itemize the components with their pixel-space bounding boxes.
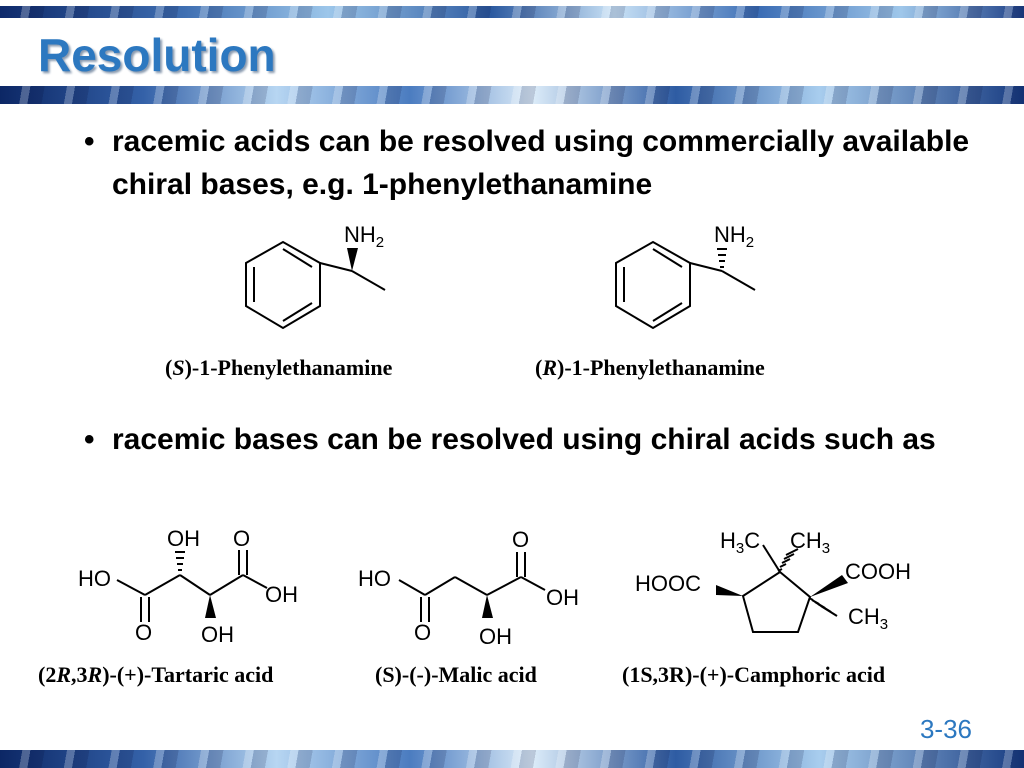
hydroxyl-label: HO [78, 566, 111, 591]
hydroxyl-label: OH [546, 585, 579, 610]
hydroxyl-label: HO [358, 566, 391, 591]
carboxyl-label: HOOC [635, 571, 701, 596]
r-phenylethanamine-structure: NH2 [615, 222, 756, 330]
header-decor-band-thin [0, 6, 1024, 18]
tartaric-acid-structure: OH O HO OH O OH [78, 526, 298, 647]
caption-r-phenylethanamine: (R)-1-Phenylethanamine [535, 355, 765, 380]
caption-camphoric-acid: (1S,3R)-(+)-Camphoric acid [622, 662, 886, 687]
slide-title: Resolution [38, 29, 276, 81]
slide-page-number: 3-36 [919, 714, 972, 744]
bullet-text: racemic bases can be resolved using chir… [112, 423, 936, 456]
s-phenylethanamine-structure: NH2 [245, 222, 386, 330]
footer-decor-band [0, 750, 1024, 768]
hydroxyl-label: OH [201, 622, 234, 647]
hydroxyl-label: OH [167, 526, 200, 551]
carbonyl-oxygen-label: O [414, 620, 431, 645]
bullet-dot: • [84, 423, 95, 456]
carboxyl-label: COOH [845, 559, 911, 584]
caption-s-phenylethanamine: (S)-1-Phenylethanamine [165, 355, 393, 380]
malic-acid-structure: HO O OH O OH [358, 527, 579, 649]
carbonyl-oxygen-label: O [512, 527, 529, 552]
bullet-dot: • [84, 125, 95, 158]
methyl-label: CH3 [790, 528, 830, 557]
amine-group-label: NH2 [344, 222, 384, 251]
header-decor-band [0, 86, 1024, 104]
carbonyl-oxygen-label: O [135, 620, 152, 645]
camphoric-acid-structure: H3C CH3 COOH HOOC CH3 [635, 528, 911, 633]
methyl-label: CH3 [848, 604, 888, 633]
methyl-label: H3C [720, 528, 760, 557]
bullet-text: racemic acids can be resolved using comm… [112, 125, 970, 201]
carbonyl-oxygen-label: O [233, 526, 250, 551]
caption-malic-acid: (S)-(-)-Malic acid [375, 662, 537, 687]
caption-tartaric-acid: (2R,3R)-(+)-Tartaric acid [38, 662, 274, 687]
hydroxyl-label: OH [479, 624, 512, 649]
amine-group-label: NH2 [714, 222, 754, 251]
hydroxyl-label: OH [265, 582, 298, 607]
